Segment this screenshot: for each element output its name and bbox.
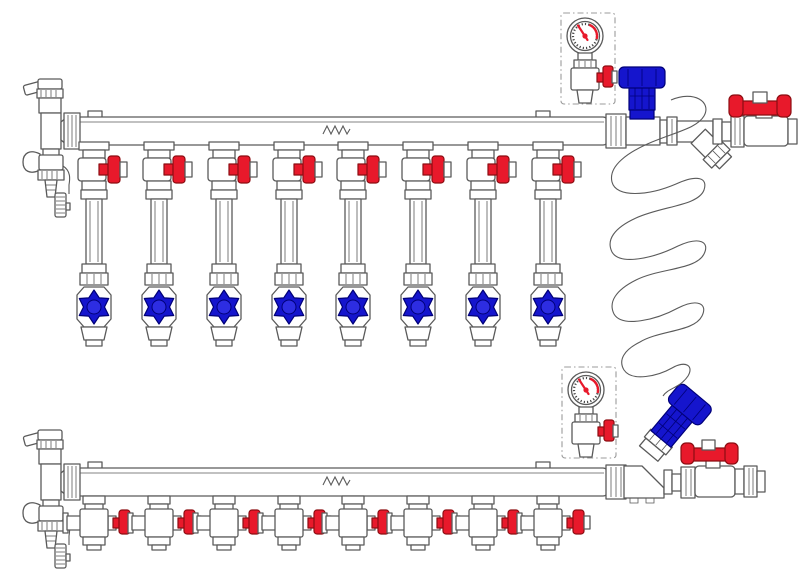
left-end-assemblies-layer xyxy=(22,78,81,569)
bottom-manifold-bar xyxy=(75,461,609,497)
bottom-manifold-circuit-7 xyxy=(451,495,526,551)
top-manifold-circuit-6 xyxy=(400,141,452,347)
bottom-manifold-circuit-2 xyxy=(127,495,202,551)
pressure-gauge-top xyxy=(559,11,619,106)
capillary-coil-icon xyxy=(609,95,707,397)
bottom-manifold-circuit-8 xyxy=(516,495,591,551)
bottom-manifold-circuit-4 xyxy=(257,495,332,551)
pressure-gauge-bottom xyxy=(560,365,620,460)
top-manifold-circuit-3 xyxy=(206,141,258,347)
red-t-handle xyxy=(728,91,792,118)
ball-valve-return xyxy=(680,439,766,498)
top-manifold-circuit-5 xyxy=(335,141,387,347)
y-strainer-icon xyxy=(690,128,733,170)
top-manifold-circuit-2 xyxy=(141,141,193,347)
top-manifold-bar xyxy=(75,110,609,146)
ball-valve-supply xyxy=(728,91,798,147)
bottom-manifold-circuit-3 xyxy=(192,495,267,551)
gauges-layer xyxy=(559,11,620,460)
top-manifold-left-end-assembly xyxy=(22,78,81,218)
bottom-manifold-left-end-assembly xyxy=(22,429,81,569)
top-manifold-circuit-1 xyxy=(76,141,128,347)
bottom-manifold-circuit-1 xyxy=(62,495,137,551)
bottom-right-assembly xyxy=(605,383,766,504)
bottom-manifold-circuit-5 xyxy=(321,495,396,551)
top-manifold-circuit-7 xyxy=(465,141,517,347)
red-t-handle xyxy=(680,439,739,465)
bottom-manifold-circuit-6 xyxy=(386,495,461,551)
top-manifold-circuit-4 xyxy=(271,141,323,347)
thermostatic-head-blue-icon xyxy=(638,383,712,462)
balancing-valve-blue-icon xyxy=(618,66,666,120)
top-right-assembly xyxy=(605,66,798,170)
top-manifold-circuit-8 xyxy=(530,141,582,347)
